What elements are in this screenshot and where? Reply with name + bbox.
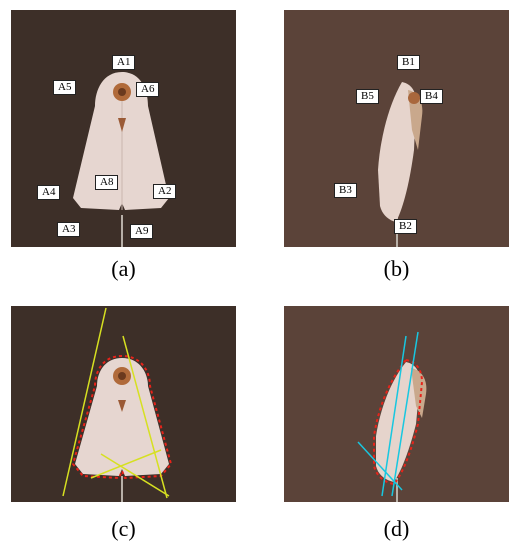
label-b4: B4 [420,89,443,104]
caption-a: (a) [111,256,136,281]
label-b5: B5 [356,89,379,104]
label-a3: A3 [57,222,81,237]
moth-dorsal-photo [11,10,236,247]
panel-a [11,10,236,247]
label-b1: B1 [397,55,420,70]
moth-dorsal-contour-photo [11,306,236,502]
label-b3: B3 [334,183,357,198]
label-b2: B2 [394,219,417,234]
panel-d [284,306,509,543]
moth-lateral-contour-photo [284,306,509,502]
label-a6: A6 [136,82,160,97]
label-a1: A1 [112,55,136,70]
label-a8: A8 [95,175,119,190]
moth-lateral-photo [284,10,509,247]
label-a2: A2 [153,184,177,199]
panel-c [11,306,236,543]
panel-b [284,10,509,247]
label-a9: A9 [130,224,154,239]
caption-c: (c) [111,516,136,541]
caption-b: (b) [383,256,410,281]
label-a5: A5 [53,80,77,95]
caption-d: (d) [383,516,410,541]
label-a4: A4 [37,185,61,200]
